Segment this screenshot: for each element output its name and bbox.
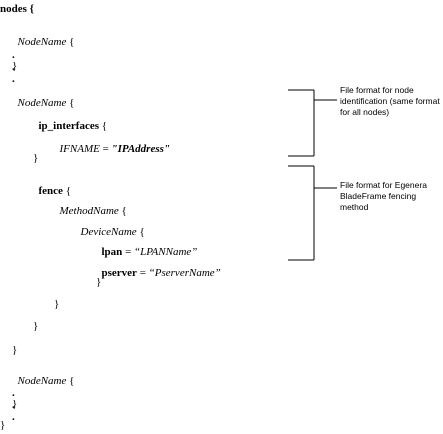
ipaddress-value: "IPAddress" bbox=[111, 143, 171, 155]
close-brace-node-3: } bbox=[12, 398, 18, 410]
brace-open: { bbox=[62, 185, 71, 197]
brace-open: { bbox=[66, 97, 75, 109]
close-brace-nodes: } bbox=[0, 419, 6, 431]
annotation-node-identification: File format for node identification (sam… bbox=[340, 85, 440, 117]
lpan-keyword: lpan bbox=[101, 246, 123, 258]
lpan-line: lpan = “LPANName” bbox=[96, 233, 198, 259]
vdot: . bbox=[12, 387, 15, 399]
close-brace-device: } bbox=[96, 276, 102, 288]
close-brace-fence: } bbox=[33, 320, 39, 332]
brace-open: { bbox=[66, 375, 75, 387]
nodename-line-3: NodeName { bbox=[12, 362, 75, 388]
nodename-line-1: NodeName { bbox=[12, 23, 75, 49]
methodname: MethodName bbox=[59, 205, 119, 217]
brace-open: { bbox=[136, 226, 145, 238]
vdot: . bbox=[12, 49, 15, 61]
ip-interfaces-keyword: ip_interfaces bbox=[38, 120, 99, 132]
ifname-line: IFNAME = "IPAddress" bbox=[54, 130, 171, 156]
vdot: . bbox=[12, 73, 15, 85]
pservername-value: “PserverName” bbox=[148, 267, 221, 279]
equals: = bbox=[99, 143, 112, 155]
vdots-1: . . . bbox=[12, 45, 18, 85]
close-brace-node: } bbox=[12, 344, 18, 356]
brace-open: { bbox=[66, 36, 75, 48]
vdot: . bbox=[12, 399, 15, 411]
methodname-line: MethodName { bbox=[54, 192, 127, 218]
vdot: . bbox=[12, 61, 15, 73]
nodename-2: NodeName bbox=[17, 97, 67, 109]
devicename-line: DeviceName { bbox=[75, 213, 145, 239]
nodes-open: nodes { bbox=[0, 3, 34, 15]
nodename-line-2: NodeName { bbox=[12, 84, 75, 110]
brace-open: { bbox=[98, 120, 108, 132]
lpanname-value: “LPANName” bbox=[134, 246, 198, 258]
devicename: DeviceName bbox=[80, 226, 137, 238]
ifname: IFNAME bbox=[59, 143, 100, 155]
pserver-line: pserver = “PserverName” bbox=[96, 254, 221, 280]
annotation-fencing-method: File format for Egenera BladeFrame fenci… bbox=[340, 180, 427, 212]
fence-keyword: fence bbox=[38, 185, 63, 197]
equals: = bbox=[122, 246, 135, 258]
close-brace-1: } bbox=[12, 60, 18, 72]
equals: = bbox=[136, 267, 149, 279]
close-brace-ip: } bbox=[33, 152, 39, 164]
nodename-1: NodeName bbox=[17, 36, 67, 48]
vdot: . bbox=[12, 411, 15, 423]
close-brace-method: } bbox=[54, 298, 60, 310]
pserver-keyword: pserver bbox=[101, 267, 137, 279]
nodename-3: NodeName bbox=[17, 375, 67, 387]
fence-line: fence { bbox=[33, 172, 71, 198]
ip-interfaces-line: ip_interfaces { bbox=[33, 107, 108, 133]
vdots-2: . . . bbox=[12, 383, 18, 423]
brace-open: { bbox=[118, 205, 127, 217]
